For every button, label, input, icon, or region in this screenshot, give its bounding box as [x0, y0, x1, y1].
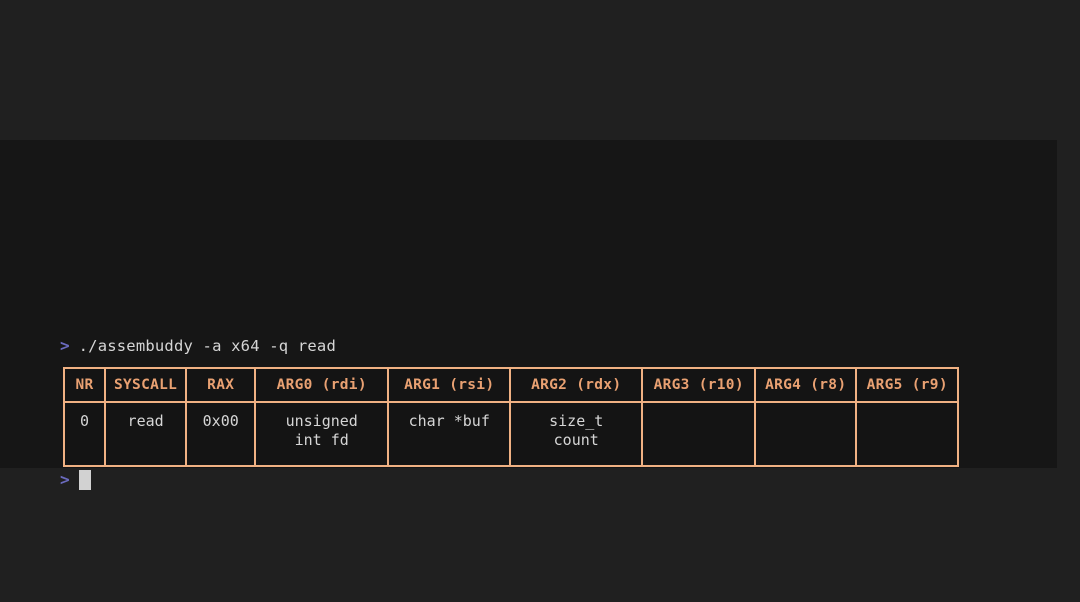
command-text: ./assembuddy -a x64 -q read	[78, 337, 336, 355]
cell-arg3	[641, 401, 757, 467]
table-row: 0 read 0x00 unsigned int fd char *buf si…	[63, 401, 960, 467]
cell-syscall: read	[103, 401, 188, 467]
cell-arg1: char *buf	[387, 401, 512, 467]
column-header-syscall: SYSCALL	[103, 367, 188, 403]
terminal-panel[interactable]: > ./assembuddy -a x64 -q read NR SYSCALL…	[0, 140, 1057, 490]
column-header-arg2: ARG2 (rdx)	[509, 367, 644, 403]
column-header-arg0: ARG0 (rdi)	[254, 367, 390, 403]
column-header-arg5: ARG5 (r9)	[855, 367, 960, 403]
prompt-icon: >	[60, 336, 70, 355]
table-header-row: NR SYSCALL RAX ARG0 (rdi) ARG1 (rsi) ARG…	[63, 367, 960, 403]
cell-rax: 0x00	[185, 401, 257, 467]
prompt-icon: >	[60, 470, 70, 489]
command-line: > ./assembuddy -a x64 -q read	[60, 336, 336, 356]
column-header-nr: NR	[63, 367, 106, 403]
syscall-table: NR SYSCALL RAX ARG0 (rdi) ARG1 (rsi) ARG…	[63, 367, 960, 467]
cell-arg2: size_t count	[509, 401, 644, 467]
column-header-arg3: ARG3 (r10)	[641, 367, 757, 403]
column-header-arg4: ARG4 (r8)	[754, 367, 858, 403]
column-header-rax: RAX	[185, 367, 257, 403]
cell-nr: 0	[63, 401, 106, 467]
cell-arg4	[754, 401, 858, 467]
column-header-arg1: ARG1 (rsi)	[387, 367, 512, 403]
cell-arg0: unsigned int fd	[254, 401, 390, 467]
cell-arg5	[855, 401, 960, 467]
input-prompt-line[interactable]: >	[60, 470, 91, 490]
text-cursor[interactable]	[78, 470, 91, 490]
